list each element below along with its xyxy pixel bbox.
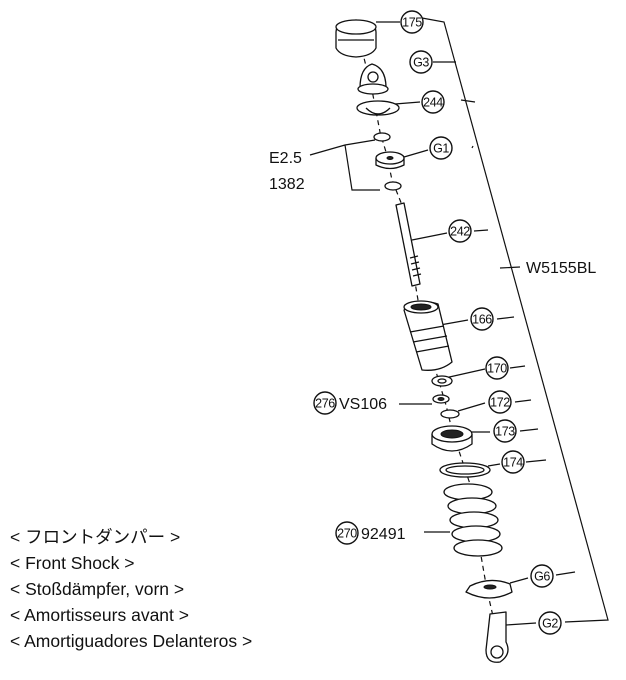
w5155bl-leader [499,266,521,269]
svg-text:166: 166 [472,313,492,327]
caption-spanish: < Amortiguadores Delanteros > [10,631,253,651]
svg-text:270: 270 [337,527,357,541]
part-g3-ball-end [357,63,389,95]
svg-text:G2: G2 [542,617,558,631]
caption-german: < Stoßdämpfer, vorn > [10,579,185,599]
label-e2-5: E2.5 [269,150,302,167]
part-172-e-clip [440,409,460,419]
part-g6-spring-retainer [465,579,513,599]
svg-text:173: 173 [495,425,515,439]
callout-172: 172 [488,390,512,414]
callout-g2: G2 [538,611,562,635]
part-244-diaphragm [356,100,400,116]
part-175-cap [335,19,377,58]
svg-text:175: 175 [402,16,422,30]
part-270-spring [443,483,503,557]
callout-166: 166 [470,307,494,331]
callout-242: 242 [448,219,472,243]
callout-244: 244 [421,90,445,114]
part-173-adjuster-nut [431,425,473,452]
callout-175: 175 [400,10,424,34]
part-174-ring [439,462,491,478]
caption-list: < フロントダンパー > < Front Shock > < Stoßdämpf… [10,524,252,654]
svg-text:276: 276 [315,397,335,411]
callout-g1: G1 [429,136,453,160]
svg-text:G6: G6 [534,570,550,584]
svg-text:G1: G1 [433,142,449,156]
part-242-piston-rod [395,202,422,287]
svg-text:G3: G3 [413,56,429,70]
part-e25-clip [373,132,391,142]
caption-english: < Front Shock > [10,553,135,573]
part-1382-clip [384,181,402,191]
svg-text:172: 172 [490,396,510,410]
svg-text:244: 244 [423,96,443,110]
label-w5155bl: W5155BL [526,260,596,277]
callout-g6: G6 [530,564,554,588]
label-92491: 92491 [361,526,406,543]
callout-174: 174 [501,450,525,474]
callout-g3: G3 [409,50,433,74]
callout-170: 170 [485,356,509,380]
leader-lines [309,21,576,626]
part-170-o-ring [431,375,453,387]
part-g2-rod-end [485,611,509,663]
svg-text:242: 242 [450,225,470,239]
part-166-shock-body [403,300,453,371]
callout-270: 270 [335,521,359,545]
svg-text:170: 170 [487,362,507,376]
part-g1-bushing [375,151,405,170]
caption-french: < Amortisseurs avant > [10,605,189,625]
caption-japanese: < フロントダンパー > [10,527,181,547]
callout-276: 276 [313,391,337,415]
callout-173: 173 [493,419,517,443]
assembly-bracket [421,17,609,623]
part-276-spacer [432,394,450,404]
label-1382: 1382 [269,176,305,193]
svg-text:174: 174 [503,456,523,470]
label-vs106: VS106 [339,396,387,413]
